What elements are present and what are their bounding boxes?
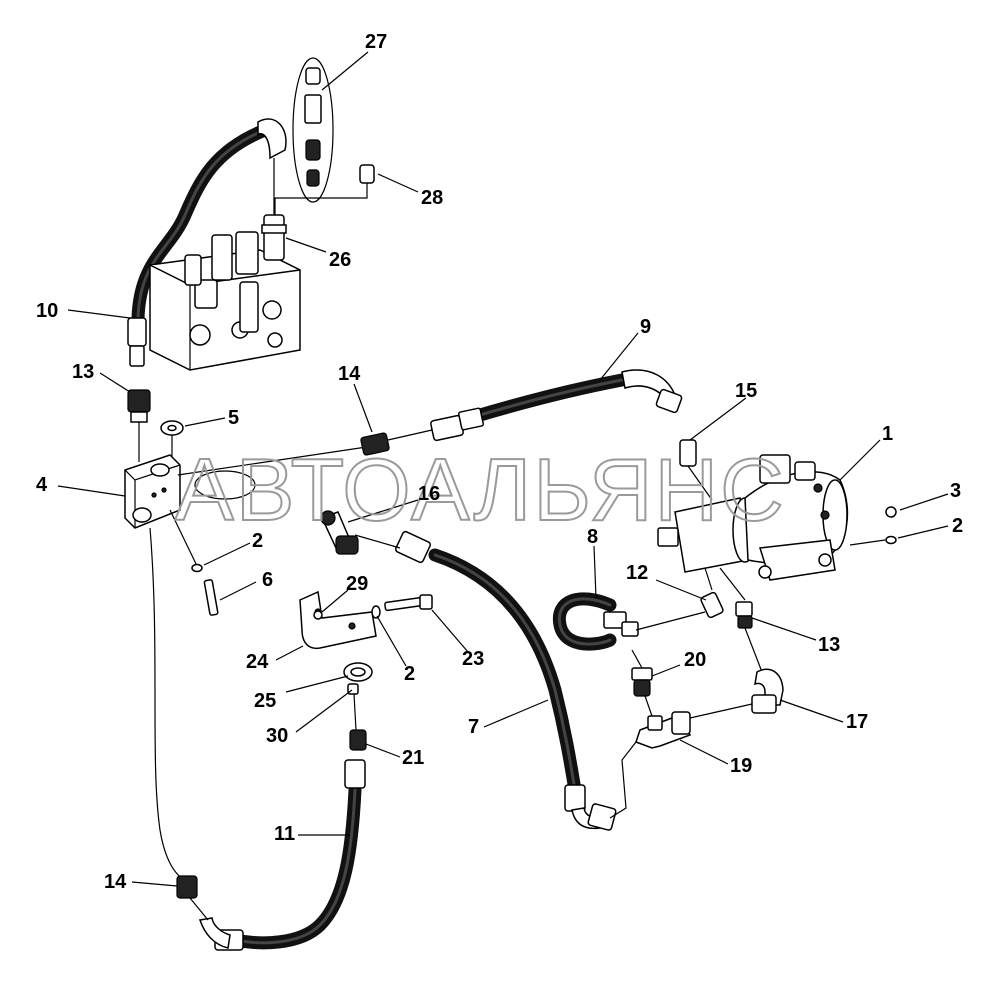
elbow-16 <box>320 510 401 555</box>
elbow-17 <box>689 668 784 719</box>
hose-9 <box>430 369 683 442</box>
fitting-14-upper <box>360 429 433 456</box>
callout-29: 29 <box>346 573 368 595</box>
callout-1: 1 <box>882 423 893 445</box>
fitting-26 <box>261 158 287 261</box>
motor-1 <box>657 454 849 601</box>
hose-11 <box>199 759 366 951</box>
callout-13: 13 <box>72 361 94 383</box>
callout-6: 6 <box>262 569 273 591</box>
fitting-15 <box>679 439 713 501</box>
callout-2-right: 2 <box>952 515 963 537</box>
callout-11: 11 <box>274 823 295 845</box>
callout-28: 28 <box>421 187 443 209</box>
callout-26: 26 <box>329 249 351 271</box>
callout-27: 27 <box>365 31 387 53</box>
fitting-28 <box>274 164 375 215</box>
callout-7: 7 <box>468 716 479 738</box>
callout-labels: 27 28 26 10 13 9 14 5 15 1 4 16 3 2 2 8 … <box>36 31 963 893</box>
callout-2-bracket: 2 <box>404 663 415 685</box>
callout-12: 12 <box>626 562 648 584</box>
hose-7 <box>394 530 617 831</box>
fitting-13-right <box>735 601 763 673</box>
fastener-29 <box>313 610 323 620</box>
callout-20: 20 <box>684 649 706 671</box>
callout-8: 8 <box>587 526 598 548</box>
callout-30: 30 <box>266 725 288 747</box>
bolt-23 <box>384 594 433 612</box>
callout-4: 4 <box>36 474 48 496</box>
callout-2-left: 2 <box>252 530 263 552</box>
callout-16: 16 <box>418 483 440 505</box>
manifold-4 <box>124 444 381 881</box>
fitting-12 <box>635 591 724 631</box>
bolt-6 <box>203 579 219 616</box>
fitting-21 <box>349 729 367 751</box>
callout-15: 15 <box>735 380 757 402</box>
callout-10: 10 <box>36 300 58 322</box>
valve-block <box>149 231 301 371</box>
tee-19 <box>609 711 692 819</box>
callout-13-right: 13 <box>818 634 840 656</box>
washer-2-bracket <box>371 605 381 619</box>
watermark-text: АВТОАЛЬЯНС <box>175 440 786 539</box>
hose-8 <box>552 592 639 651</box>
leader-lines <box>57 51 949 887</box>
fitting-20 <box>631 649 653 717</box>
callout-3: 3 <box>950 480 961 502</box>
callout-14: 14 <box>338 363 361 385</box>
clamp-25 <box>343 662 373 682</box>
callout-24: 24 <box>246 651 269 673</box>
callout-25: 25 <box>254 690 276 712</box>
callout-14-lower: 14 <box>104 871 127 893</box>
fitting-14-lower <box>176 875 209 921</box>
hose-10 <box>127 118 287 367</box>
fitting-13-left <box>127 389 151 462</box>
callout-5: 5 <box>228 407 239 429</box>
callout-9: 9 <box>640 316 651 338</box>
washer-2-left <box>191 563 203 573</box>
callout-19: 19 <box>730 755 752 777</box>
callout-23: 23 <box>462 648 484 670</box>
callout-21: 21 <box>402 747 424 769</box>
fittings-group-27 <box>292 57 334 203</box>
washer-2-right <box>849 535 897 546</box>
washer-5 <box>160 420 184 460</box>
callout-17: 17 <box>846 711 868 733</box>
cap-3 <box>885 506 897 518</box>
bracket-24 <box>299 590 377 650</box>
fitting-30 <box>347 683 359 731</box>
